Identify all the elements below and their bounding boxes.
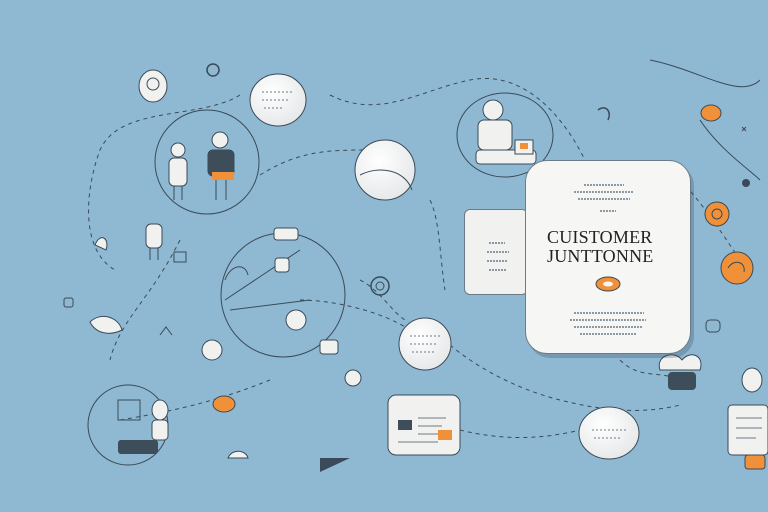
hand-icon bbox=[89, 315, 123, 334]
orange-swirls bbox=[711, 208, 745, 273]
customer-journey-card bbox=[525, 160, 691, 354]
leaf-icon bbox=[94, 237, 108, 251]
lock-icon bbox=[63, 297, 74, 308]
customer-figure-left bbox=[168, 142, 188, 200]
outline-circles bbox=[87, 59, 761, 466]
bubble-center bbox=[398, 317, 452, 371]
bubble-top bbox=[249, 73, 307, 127]
document-box bbox=[387, 394, 461, 456]
bubble-bottom bbox=[578, 406, 640, 460]
info-card-back bbox=[464, 209, 528, 295]
card-headline: CUISTOMER JUNTTONNE bbox=[547, 228, 687, 266]
chef-figure bbox=[475, 99, 537, 165]
cloud-icon bbox=[227, 450, 249, 459]
orange-accents bbox=[212, 104, 766, 470]
headline-line-1: CUISTOMER bbox=[547, 227, 653, 247]
spark-icon bbox=[741, 126, 750, 187]
clip-icon bbox=[705, 319, 721, 333]
headline-line-2: JUNTTONNE bbox=[547, 246, 654, 266]
cycle-diagram bbox=[201, 227, 311, 361]
person-figure-small bbox=[145, 223, 187, 263]
customer-figure-right bbox=[207, 131, 235, 200]
chevron-icon bbox=[159, 326, 173, 336]
person-figure-bottom-left bbox=[117, 399, 169, 454]
ring-icon bbox=[206, 63, 220, 77]
ring-icon-small bbox=[370, 276, 390, 296]
person-figure-right bbox=[727, 367, 768, 456]
plant-figure-right bbox=[658, 354, 702, 390]
wave-icon bbox=[597, 107, 610, 121]
pin-icon bbox=[138, 69, 168, 103]
card-back-text-lines bbox=[487, 242, 509, 271]
tag-icon bbox=[319, 339, 339, 355]
bubble-mid bbox=[354, 139, 416, 201]
arrow-icon bbox=[320, 458, 350, 472]
card-decoration bbox=[570, 184, 646, 335]
